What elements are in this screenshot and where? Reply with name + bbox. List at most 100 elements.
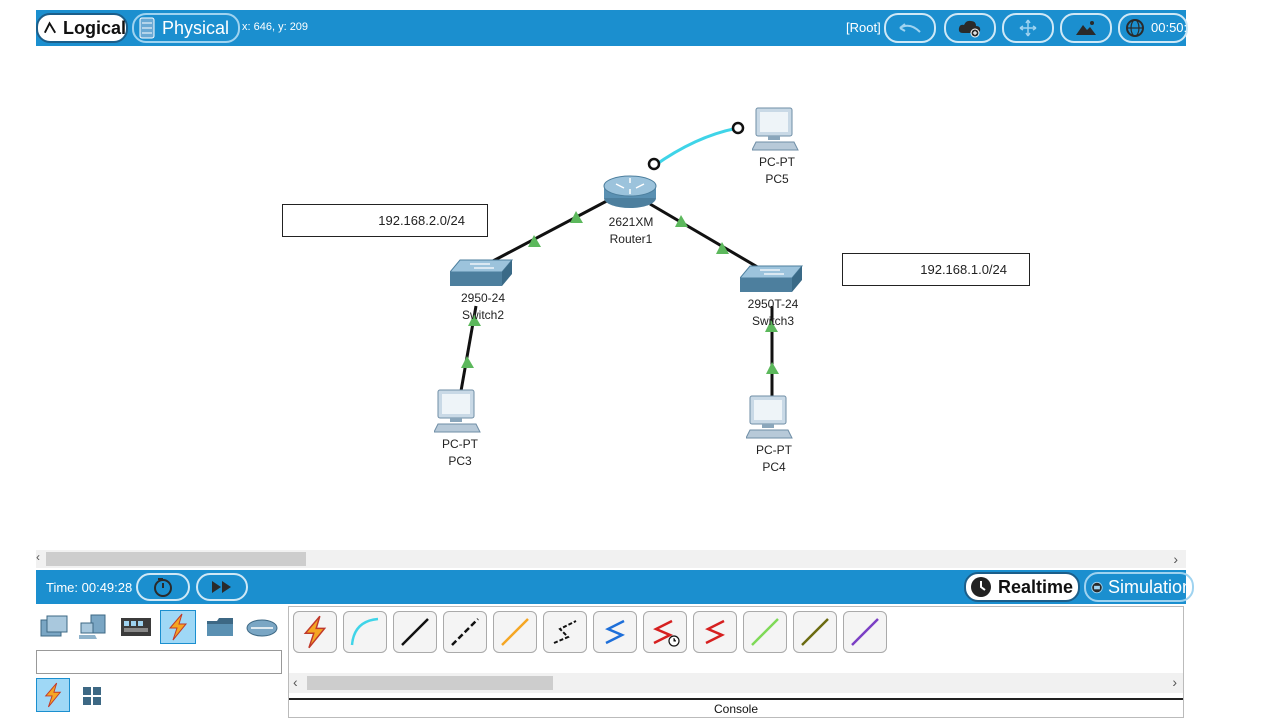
crossover-cable-icon [451, 618, 479, 646]
logical-workspace[interactable]: 192.168.2.0/24 192.168.1.0/24 2621XM Rou… [36, 46, 1186, 550]
viewport-button[interactable] [1118, 13, 1188, 43]
cable-fiber[interactable] [493, 611, 537, 653]
new-cluster-button[interactable] [944, 13, 996, 43]
multiuser-category[interactable] [244, 610, 280, 644]
components-category[interactable] [118, 610, 154, 644]
switch3-name: Switch3 [751, 314, 795, 328]
scroll-thumb[interactable] [46, 552, 306, 566]
cable-copper-straight[interactable] [393, 611, 437, 653]
link-router1-switch3 [649, 202, 767, 274]
end-devices-category[interactable] [76, 610, 112, 644]
cloud-add-icon [958, 20, 981, 38]
link-router1-pc5 [653, 126, 739, 168]
switch-icon[interactable] [740, 264, 804, 296]
power-cycle-button[interactable] [136, 573, 190, 601]
switch2-name: Switch2 [461, 308, 505, 322]
pc-icon[interactable] [434, 388, 484, 434]
phone-cable-icon [553, 620, 577, 644]
pc5-name: PC5 [765, 172, 789, 186]
iot-cable-icon [801, 618, 829, 646]
switch3-label: 2950T-24 Switch3 [728, 296, 818, 330]
link-up-indicator [528, 235, 541, 247]
note-network-192-168-1[interactable]: 192.168.1.0/24 [842, 253, 1030, 286]
console-tab[interactable]: Console [289, 698, 1183, 718]
root-breadcrumb[interactable]: [Root] [846, 20, 881, 35]
cable-octal[interactable] [743, 611, 787, 653]
pc4-model: PC-PT [756, 443, 792, 457]
switch3-model: 2950T-24 [747, 297, 799, 311]
connections-hscrollbar[interactable]: ‹ › [289, 673, 1183, 693]
component-module-icon [121, 618, 151, 636]
set-background-button[interactable] [1060, 13, 1112, 43]
connections-subcategory[interactable] [36, 678, 70, 712]
pc3-label: PC-PT PC3 [415, 436, 505, 470]
lightning-icon [44, 682, 62, 708]
grid-view-button[interactable] [80, 684, 104, 708]
pc4-name: PC4 [762, 460, 786, 474]
fast-forward-button[interactable] [196, 573, 248, 601]
console-cable-icon [350, 617, 379, 646]
clock-icon [971, 577, 991, 597]
globe-network-icon [1126, 19, 1144, 37]
realtime-mode-tab[interactable]: Realtime [964, 572, 1080, 602]
link-up-indicator [461, 356, 474, 368]
note-network-192-168-2[interactable]: 192.168.2.0/24 [282, 204, 488, 237]
fast-forward-icon [212, 581, 231, 593]
end-device-icon [79, 614, 106, 639]
tab-physical[interactable]: Physical [132, 13, 240, 43]
switch2-model: 2950-24 [460, 291, 506, 305]
grid-icon [83, 687, 101, 705]
time-bar: Time: 00:49:28 Realtime [36, 570, 1194, 604]
lightning-icon [168, 613, 188, 641]
miscellaneous-category[interactable] [202, 610, 238, 644]
cable-copper-cross[interactable] [443, 611, 487, 653]
pc-icon[interactable] [752, 106, 802, 152]
cable-console[interactable] [343, 611, 387, 653]
note-text: 192.168.1.0/24 [920, 262, 1007, 277]
router-icon[interactable] [602, 172, 658, 212]
router1-model: 2621XM [608, 215, 654, 229]
cable-iot-custom[interactable] [793, 611, 837, 653]
clock-readout: 00:50: [1151, 20, 1188, 35]
link-up-indicator [468, 314, 481, 326]
router1-name: Router1 [609, 232, 653, 246]
reset-clock-icon [154, 578, 172, 597]
scroll-right-icon[interactable]: › [1172, 674, 1177, 690]
network-device-icon [40, 615, 68, 637]
octal-cable-icon [751, 618, 779, 646]
cable-usb[interactable] [843, 611, 887, 653]
device-category-bar [36, 608, 286, 648]
cable-automatic[interactable] [293, 611, 337, 653]
workspace-hscrollbar[interactable]: ‹ › [36, 550, 1186, 568]
pc5-label: PC-PT PC5 [732, 154, 822, 188]
pc-icon[interactable] [746, 394, 796, 440]
cable-phone[interactable] [543, 611, 587, 653]
coaxial-cable-icon [605, 619, 625, 645]
back-arrow-icon [899, 23, 921, 33]
switch2-label: 2950-24 Switch2 [438, 290, 528, 324]
scroll-left-icon[interactable]: ‹ [293, 674, 298, 690]
pc5-model: PC-PT [759, 155, 795, 169]
link-up-indicator [570, 211, 583, 223]
switch-icon[interactable] [450, 258, 514, 290]
move-object-button[interactable] [1002, 13, 1054, 43]
scroll-thumb[interactable] [307, 676, 553, 690]
tab-logical[interactable]: Logical [36, 13, 128, 43]
back-button[interactable] [884, 13, 936, 43]
cable-coaxial[interactable] [593, 611, 637, 653]
network-devices-category[interactable] [36, 610, 72, 644]
simulation-mode-tab[interactable]: Simulation [1084, 572, 1194, 602]
serial-dce-icon [653, 619, 680, 647]
cable-serial-dce[interactable] [643, 611, 687, 653]
usb-cable-icon [851, 618, 879, 646]
link-up-indicator [766, 362, 779, 374]
scroll-right-icon[interactable]: › [1173, 551, 1178, 567]
link-up-indicator [675, 215, 688, 227]
device-search-field[interactable] [36, 650, 282, 674]
connections-category[interactable] [160, 610, 196, 644]
folder-icon [207, 618, 233, 636]
scroll-left-icon[interactable]: ‹ [36, 550, 40, 564]
cable-serial-dte[interactable] [693, 611, 737, 653]
tab-physical-label: Physical [162, 17, 230, 38]
